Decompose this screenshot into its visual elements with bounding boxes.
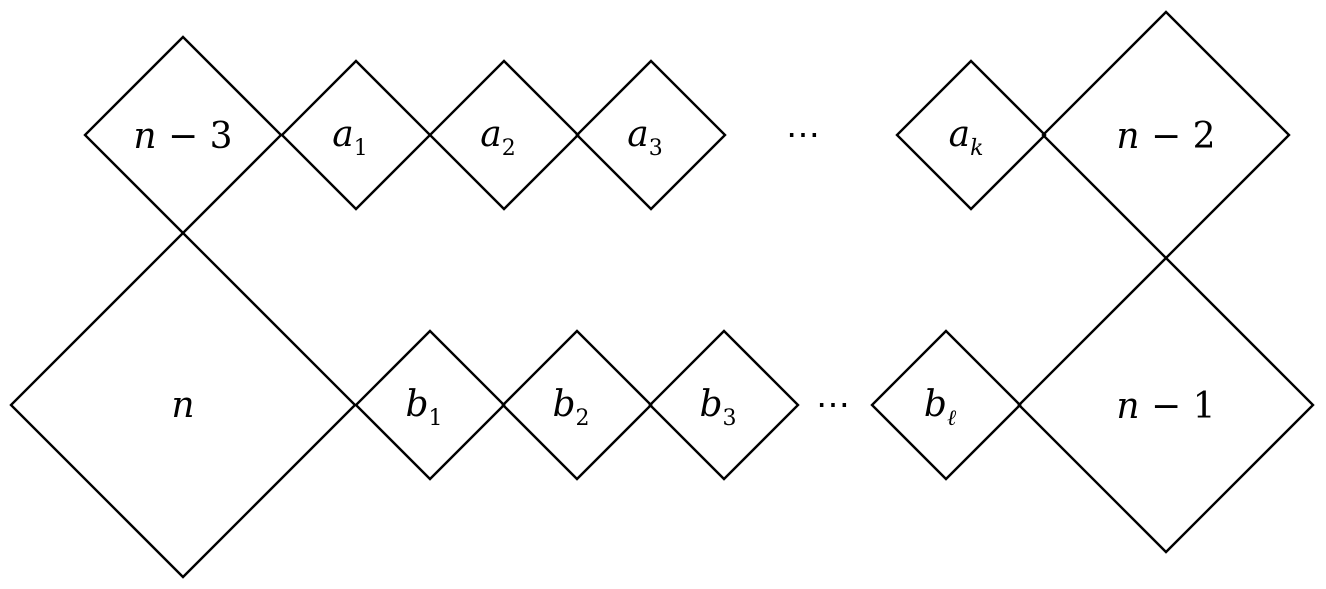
diamond-n: n — [9, 231, 357, 579]
label-n-minus-2: n − 2 — [1116, 116, 1215, 157]
diamond-ak: ak — [895, 59, 1047, 211]
diamond-a1: a1 — [280, 59, 432, 211]
diamond-a3-shape — [575, 59, 727, 211]
diamond-bl: bℓ — [870, 329, 1022, 481]
label-a3: a3 — [627, 114, 662, 161]
bottom-ellipsis: ⋯ — [816, 385, 856, 425]
label-ak: ak — [949, 114, 984, 161]
diamond-a1-shape — [280, 59, 432, 211]
label-n-minus-1: n − 1 — [1116, 386, 1215, 427]
diamond-b1: b1 — [354, 329, 506, 481]
label-n-minus-3: n − 3 — [133, 116, 232, 157]
diamond-b2-shape — [501, 329, 653, 481]
diamond-n-shape — [9, 231, 357, 579]
diamond-n-minus-1: n − 1 — [1017, 256, 1315, 554]
diamond-b1-shape — [354, 329, 506, 481]
diamond-n-minus-2: n − 2 — [1041, 10, 1291, 260]
diamond-a3: a3 — [575, 59, 727, 211]
label-a2: a2 — [480, 114, 515, 161]
diamond-bl-shape — [870, 329, 1022, 481]
diamond-n-minus-3: n − 3 — [83, 35, 283, 235]
diamond-a2-shape — [428, 59, 580, 211]
diamond-b3-shape — [648, 329, 800, 481]
label-a1: a1 — [332, 114, 367, 161]
label-b2: b2 — [552, 384, 589, 431]
label-bl: bℓ — [924, 384, 957, 431]
diamond-a2: a2 — [428, 59, 580, 211]
top-ellipsis: ⋯ — [786, 115, 826, 155]
label-n: n — [171, 385, 194, 426]
label-b3: b3 — [699, 384, 736, 431]
diamond-n-minus-1-shape — [1017, 256, 1315, 554]
label-b1: b1 — [405, 384, 442, 431]
diamond-b3: b3 — [648, 329, 800, 481]
diamond-b2: b2 — [501, 329, 653, 481]
diamond-ak-shape — [895, 59, 1047, 211]
